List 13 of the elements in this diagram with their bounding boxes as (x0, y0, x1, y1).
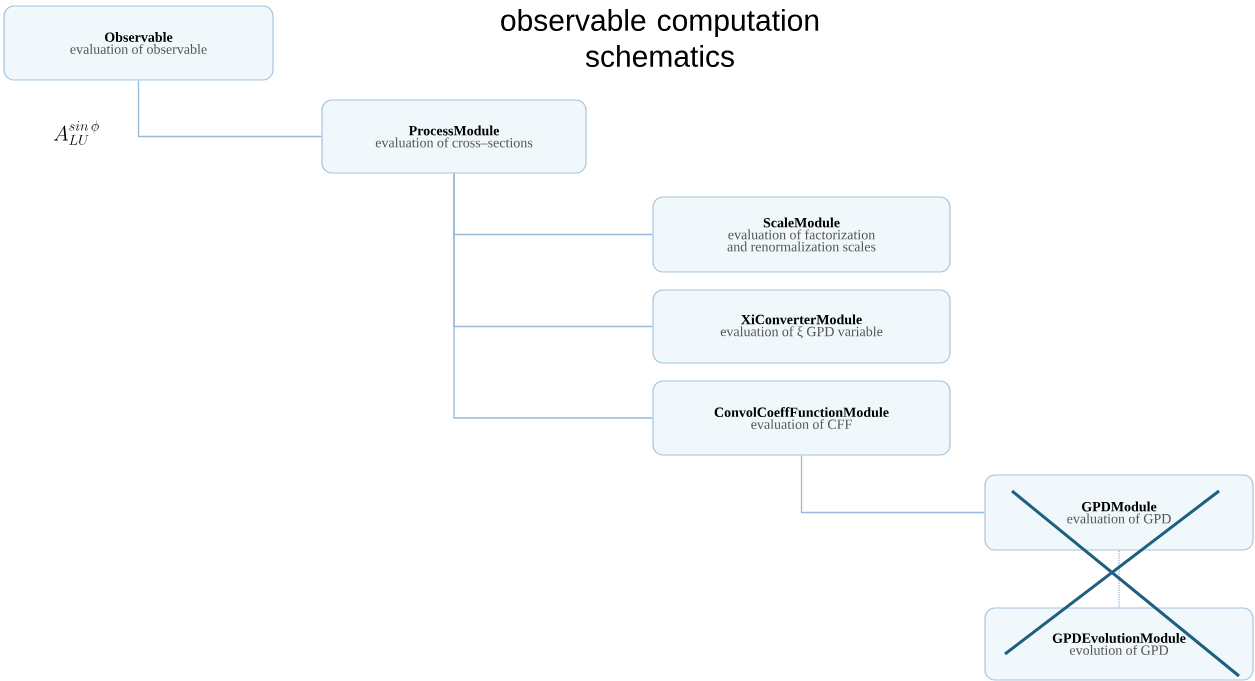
module-box: ConvolCoeffFunctionModule evaluation of CFF (652, 380, 951, 456)
module-box: Observable evaluation of observable (3, 5, 274, 81)
module-box: GPDEvolutionModule evolution of GPD (984, 607, 1254, 681)
module-box: ScaleModule evaluation of factorization and renormalization scales (652, 196, 951, 273)
connector-line (800, 454, 986, 514)
connector-line (137, 79, 323, 138)
module-box: ProcessModule evaluation of cross–sections (321, 99, 587, 174)
title: observable computation schematics (501, 9, 819, 67)
module-box: GPDModule evaluation of GPD (984, 474, 1254, 551)
module-box: XiConverterModule evaluation of ξ GPD variable (652, 289, 951, 364)
connector-line (1118, 549, 1120, 609)
connector-line (453, 172, 654, 419)
edge-label: $A_{LU}^{sin\,\phi}$ (54, 120, 99, 145)
